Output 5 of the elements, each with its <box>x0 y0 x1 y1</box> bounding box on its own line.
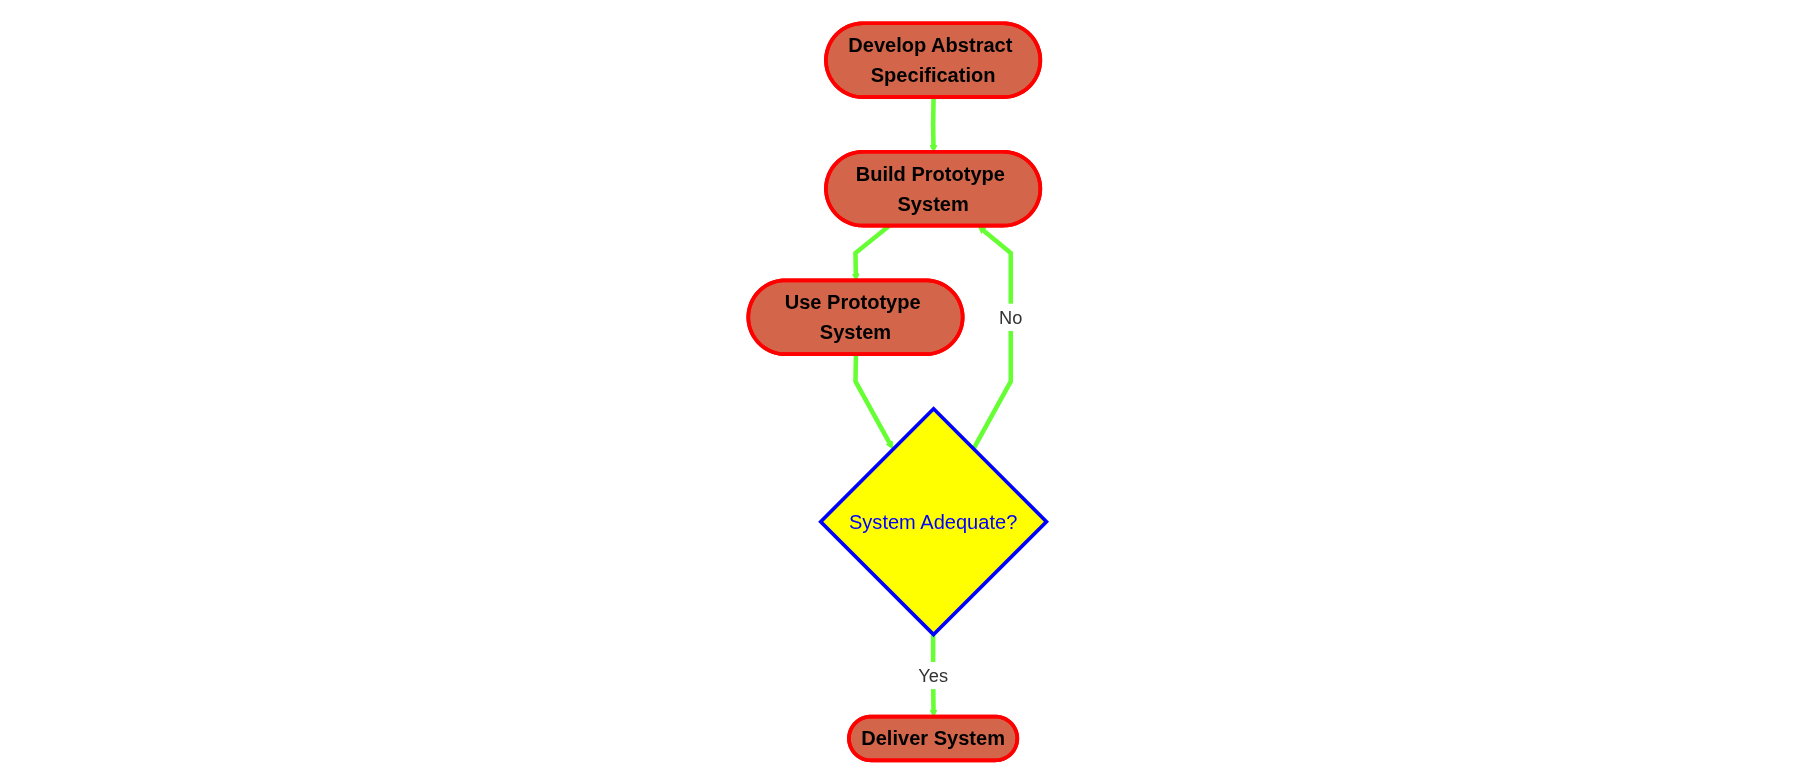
edge-label: Yes <box>917 665 948 686</box>
edge-label: No <box>998 306 1023 327</box>
node-diamond: System Adequate? <box>817 405 1049 637</box>
arrow <box>852 354 893 450</box>
arrow <box>971 225 1013 450</box>
